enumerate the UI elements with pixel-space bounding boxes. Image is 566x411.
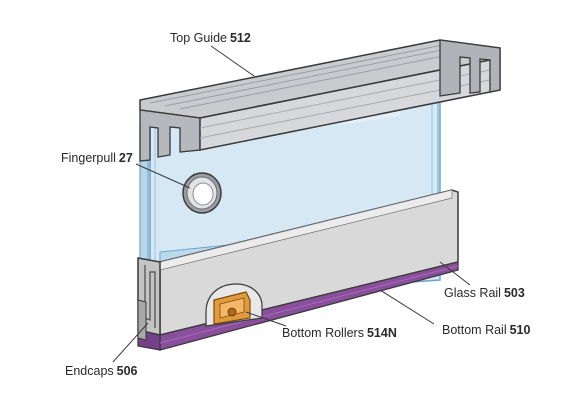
callout-glass-rail-number: 503 <box>503 286 525 300</box>
callout-top-guide-number: 512 <box>229 31 251 45</box>
callout-bottom-rail-label: Bottom Rail <box>442 323 507 337</box>
leader-glass-rail <box>439 261 471 286</box>
callout-top-guide-label: Top Guide <box>170 31 227 45</box>
bottom-rail <box>137 261 459 351</box>
leader-bottom-rollers <box>245 311 287 327</box>
callout-fingerpull-label: Fingerpull <box>61 151 116 165</box>
callout-endcaps-number: 506 <box>116 364 138 378</box>
fingerpull <box>182 172 222 214</box>
leader-fingerpull <box>135 163 191 189</box>
leader-lines <box>112 45 471 363</box>
bottom-roller <box>205 283 263 327</box>
endcap <box>137 299 147 341</box>
leader-bottom-rail <box>379 289 435 325</box>
leader-endcaps <box>112 322 149 363</box>
callout-bottom-rollers-number: 514N <box>366 326 397 340</box>
callout-fingerpull-number: 27 <box>118 151 133 165</box>
callout-glass-rail-label: Glass Rail <box>444 286 501 300</box>
top-guide <box>139 39 501 162</box>
leader-top-guide <box>210 45 255 77</box>
callout-endcaps-label: Endcaps <box>65 364 114 378</box>
callout-bottom-rollers-label: Bottom Rollers <box>282 326 364 340</box>
callout-bottom-rail-number: 510 <box>509 323 531 337</box>
